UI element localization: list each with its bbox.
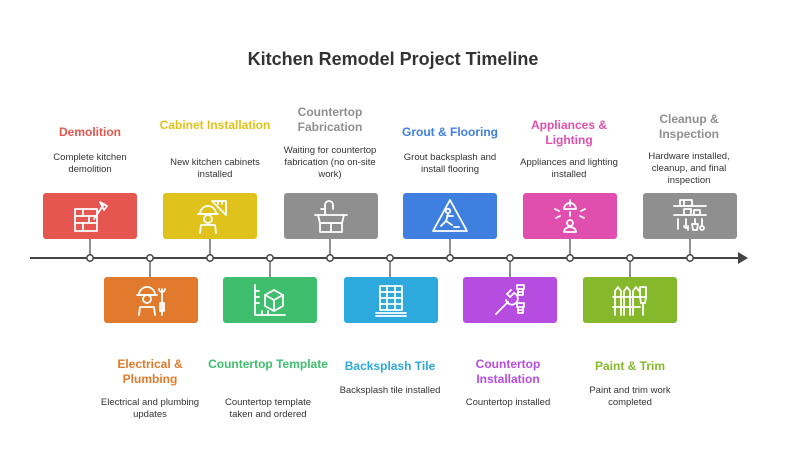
step-desc-countertop-installation: Countertop installed <box>465 397 551 408</box>
timeline-marker <box>326 254 334 262</box>
step-card-appliances-lighting <box>523 193 617 239</box>
step-card-demolition <box>43 193 137 239</box>
step-desc-grout-flooring: Grout backsplash and install flooring <box>403 152 497 175</box>
step-desc-countertop-fabrication: Waiting for countertop fabrication (no o… <box>283 145 377 180</box>
step-card-cleanup-inspection <box>643 193 737 239</box>
page-title: Kitchen Remodel Project Timeline <box>247 49 539 69</box>
timeline-marker <box>446 254 454 262</box>
timeline-axis <box>30 257 740 259</box>
step-card-paint-trim <box>583 277 677 323</box>
step-title-appliances-lighting: Appliances & Lighting <box>530 118 608 147</box>
appliance-light-icon <box>554 199 586 233</box>
step-title-countertop-fabrication: Countertop Fabrication <box>297 105 363 134</box>
step-desc-countertop-template: Countertop template taken and ordered <box>224 397 312 420</box>
sink-icon <box>314 200 348 233</box>
cleanup-shelf-icon <box>673 199 707 231</box>
step-title-countertop-template: Countertop Template <box>208 357 328 371</box>
step-card-backsplash-tile <box>344 277 438 323</box>
carpenter-icon <box>197 200 227 234</box>
wet-floor-icon <box>432 199 468 232</box>
measure-box-icon <box>254 284 286 316</box>
step-card-electrical-plumbing <box>104 277 198 323</box>
worker-tools-icon <box>136 286 166 316</box>
step-title-cleanup-inspection: Cleanup & Inspection <box>658 112 719 141</box>
step-desc-demolition: Complete kitchen demolition <box>53 152 127 175</box>
step-card-cabinet-installation <box>163 193 257 239</box>
paint-fence-icon <box>612 286 647 316</box>
tile-wall-icon <box>375 285 407 317</box>
step-title-cabinet-installation: Cabinet Installation <box>159 118 271 132</box>
step-desc-cabinet-installation: New kitchen cabinets installed <box>170 157 260 180</box>
step-desc-appliances-lighting: Appliances and lighting installed <box>520 157 618 180</box>
timeline-marker <box>566 254 574 262</box>
timeline-marker <box>146 254 154 262</box>
timeline-marker <box>266 254 274 262</box>
step-desc-electrical-plumbing: Electrical and plumbing updates <box>100 397 200 420</box>
step-title-backsplash-tile: Backsplash Tile <box>344 359 436 373</box>
timeline-marker <box>206 254 214 262</box>
timeline-marker <box>506 254 514 262</box>
step-card-countertop-installation <box>463 277 557 323</box>
timeline-arrowhead <box>738 252 748 264</box>
step-title-grout-flooring: Grout & Flooring <box>402 125 498 139</box>
wrench-screw-icon <box>495 284 525 315</box>
step-card-countertop-template <box>223 277 317 323</box>
step-title-countertop-installation: Countertop Installation <box>475 357 541 386</box>
step-title-electrical-plumbing: Electrical & Plumbing <box>117 357 183 386</box>
timeline-marker <box>686 254 694 262</box>
step-title-demolition: Demolition <box>59 125 121 139</box>
step-desc-paint-trim: Paint and trim work completed <box>589 385 671 408</box>
step-title-paint-trim: Paint & Trim <box>594 359 665 373</box>
demolition-icon <box>74 201 108 232</box>
step-desc-cleanup-inspection: Hardware installed, cleanup, and final i… <box>648 151 730 186</box>
timeline-marker <box>86 254 94 262</box>
step-desc-backsplash-tile: Backsplash tile installed <box>339 385 441 396</box>
timeline-marker <box>626 254 634 262</box>
step-card-grout-flooring <box>403 193 497 239</box>
step-card-countertop-fabrication <box>284 193 378 239</box>
timeline-marker <box>386 254 394 262</box>
